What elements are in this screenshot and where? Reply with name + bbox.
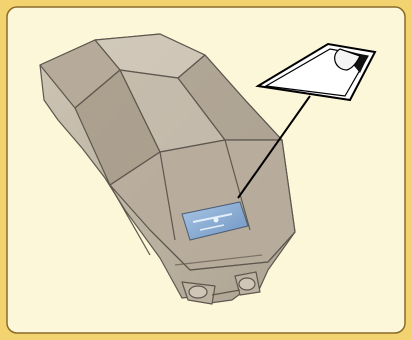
cover-illustration [0, 0, 412, 340]
illustration-frame [0, 0, 412, 340]
